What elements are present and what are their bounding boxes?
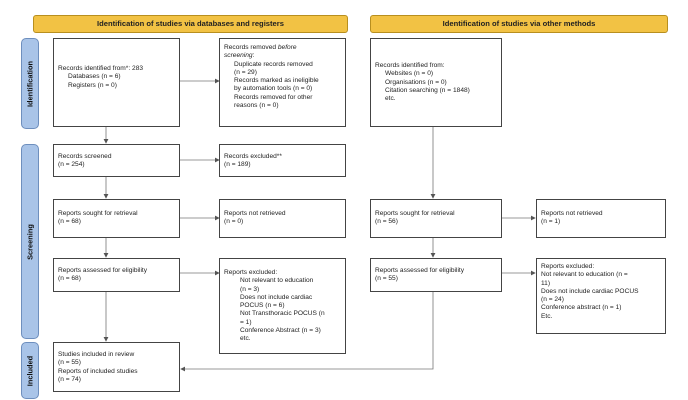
text-line: Reports not retrieved	[224, 210, 286, 217]
text-line: (n = 29)	[234, 68, 257, 76]
text-line: (n = 55)	[375, 275, 398, 283]
text-line: Conference abstract (n = 1)	[541, 304, 622, 312]
text-line: reasons (n = 0)	[234, 102, 279, 110]
text-line: Reports not retrieved	[541, 210, 603, 217]
other-reports-not-retrieved-box: Reports not retrieved (n = 1)	[536, 199, 666, 238]
text-line: Reports excluded:	[541, 263, 595, 270]
text-line: (n = 0)	[224, 218, 244, 226]
text-line: (n = 254)	[58, 161, 85, 169]
text-line: (n = 3)	[240, 285, 260, 293]
text-line: POCUS (n = 6)	[240, 302, 285, 310]
other-records-identified-box: Records identified from: Websites (n = 0…	[370, 38, 502, 127]
phase-identification: Identification	[21, 38, 39, 129]
records-excluded-box: Records excluded** (n = 189)	[219, 144, 346, 177]
text-line: Records marked as ineligible	[234, 77, 319, 85]
text-line: Records identified from:	[375, 62, 445, 69]
text-line: Not relevant to education	[240, 277, 314, 285]
header-other-methods: Identification of studies via other meth…	[370, 15, 668, 33]
records-screened-box: Records screened (n = 254)	[53, 144, 180, 177]
text-line: Records screened	[58, 153, 112, 160]
text-line: Etc.	[541, 312, 553, 320]
text-line: Reports assessed for eligibility	[375, 267, 465, 274]
phase-screening: Screening	[21, 144, 39, 339]
text-line: Records removed for other	[234, 93, 313, 101]
text-line: Registers (n = 0)	[68, 81, 117, 89]
phase-included: Included	[21, 342, 39, 399]
phase-included-label: Included	[25, 355, 35, 386]
text-line: etc.	[240, 335, 251, 343]
text-line: Reports assessed for eligibility	[58, 267, 148, 274]
other-reports-sought-box: Reports sought for retrieval (n = 56)	[370, 199, 502, 238]
text-line: Records removed before	[224, 44, 297, 51]
other-reports-assessed-box: Reports assessed for eligibility (n = 55…	[370, 258, 502, 292]
other-reports-excluded-box: Reports excluded: Not relevant to educat…	[536, 258, 666, 334]
text-line: Does not include cardiac	[240, 293, 313, 301]
text-line: (n = 55)	[58, 359, 81, 367]
phase-screening-label: Screening	[25, 223, 35, 260]
text-line: (n = 1)	[541, 218, 561, 226]
text-line: (n = 68)	[58, 275, 81, 283]
reports-sought-box: Reports sought for retrieval (n = 68)	[53, 199, 180, 238]
text-line: Organisations (n = 0)	[385, 78, 447, 86]
text-line: by automation tools (n = 0)	[234, 85, 313, 93]
text-line: Reports of included studies	[58, 367, 138, 375]
text-line: screening:	[224, 52, 255, 60]
text-line: Reports sought for retrieval	[58, 210, 138, 217]
records-identified-box: Records identified from*: 283 Databases …	[53, 38, 180, 127]
text-line: Not relevant to education (n =	[541, 271, 628, 279]
text-line: Citation searching (n = 1848)	[385, 86, 470, 94]
text-line: (n = 189)	[224, 161, 251, 169]
text-line: (n = 68)	[58, 218, 81, 226]
reports-not-retrieved-box: Reports not retrieved (n = 0)	[219, 199, 346, 238]
text-line: Duplicate records removed	[234, 60, 313, 68]
text-line: Records identified from*: 283	[58, 65, 144, 72]
text-line: = 1)	[240, 318, 252, 326]
text-line: (n = 56)	[375, 218, 398, 226]
text-line: Reports sought for retrieval	[375, 210, 455, 217]
text-line: Databases (n = 6)	[68, 73, 121, 81]
records-removed-box: Records removed before screening: Duplic…	[219, 38, 346, 127]
text-line: Conference Abstract (n = 3)	[240, 327, 321, 335]
text-line: Websites (n = 0)	[385, 70, 434, 78]
text-line: Records excluded**	[224, 153, 282, 160]
text-line: Reports excluded:	[224, 269, 278, 276]
text-line: Not Transthoracic POCUS (n	[240, 310, 325, 318]
text-line: (n = 24)	[541, 296, 564, 304]
text-line: 11)	[541, 279, 551, 287]
reports-excluded-box: Reports excluded: Not relevant to educat…	[219, 258, 346, 354]
phase-identification-label: Identification	[25, 60, 35, 107]
text-line: etc.	[385, 95, 396, 103]
text-line: Studies included in review	[58, 351, 135, 358]
studies-included-box: Studies included in review (n = 55) Repo…	[53, 342, 180, 392]
text-line: Does not include cardiac POCUS	[541, 287, 639, 295]
header-databases: Identification of studies via databases …	[33, 15, 348, 33]
reports-assessed-box: Reports assessed for eligibility (n = 68…	[53, 258, 180, 292]
text-line: (n = 74)	[58, 375, 81, 383]
